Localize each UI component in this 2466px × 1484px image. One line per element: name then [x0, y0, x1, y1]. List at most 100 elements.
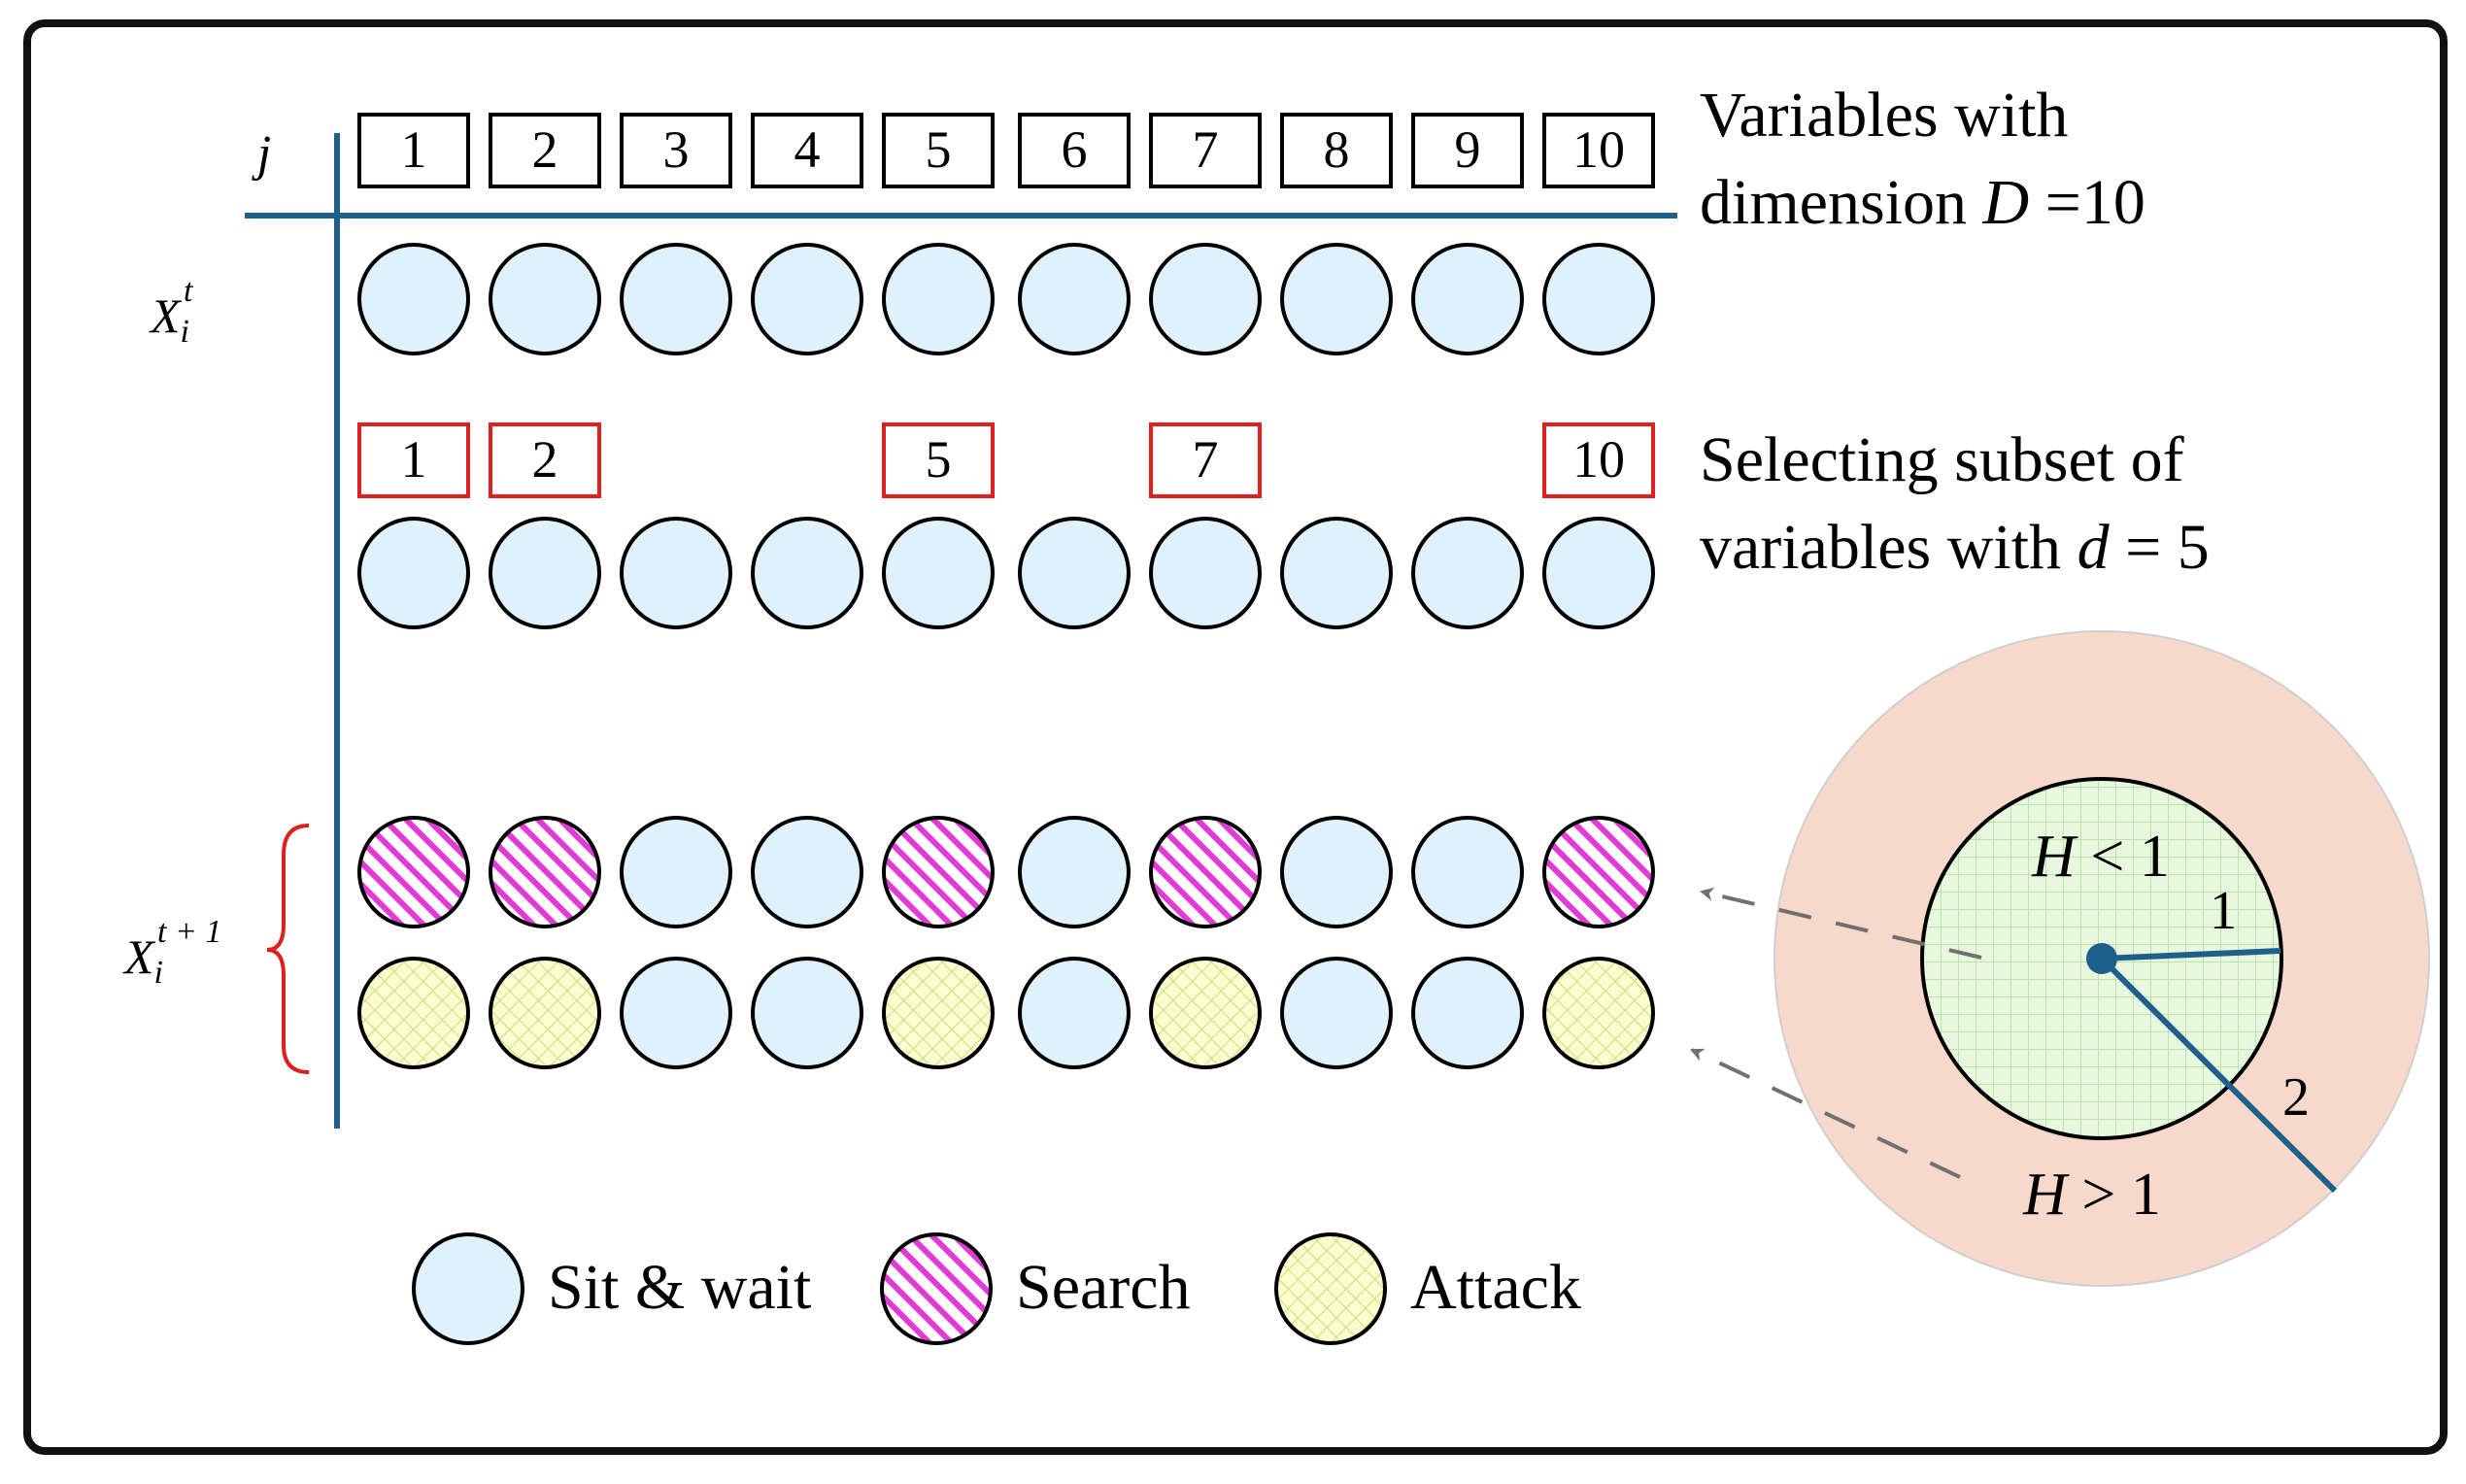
sit-wait-variable-circle — [1280, 243, 1393, 355]
sit-wait-variable-circle — [751, 957, 863, 1069]
outer-radius-label: 2 — [2282, 1067, 2310, 1128]
header-description: Variables with dimension D =10 — [1700, 80, 2145, 238]
subset-size-symbol: d — [2078, 512, 2111, 583]
selected-index-box — [882, 422, 995, 498]
sit-wait-variable-circle — [1018, 243, 1131, 355]
attack-arrow — [1690, 1048, 1961, 1179]
search-variable-circle — [357, 816, 470, 928]
sit-wait-variable-circle — [751, 517, 863, 629]
sit-wait-variable-circle — [620, 816, 732, 928]
variable-index-box — [882, 113, 995, 188]
variable-index-label: 5 — [926, 120, 952, 179]
variable-index-label: 4 — [794, 120, 821, 179]
search-arrow — [1700, 887, 1982, 960]
sit-wait-variable-circle — [1411, 957, 1524, 1069]
header-description-line2: dimension D =10 — [1700, 167, 2145, 238]
selected-index-label: 10 — [1572, 430, 1625, 489]
variable-index-label: 7 — [1193, 120, 1219, 179]
next-position-sup: t + 1 — [157, 914, 221, 950]
selected-index-label: 5 — [926, 430, 952, 489]
attack-variable-circle — [489, 957, 601, 1069]
outer-region-symbol: H — [2022, 1162, 2070, 1228]
sit-wait-variable-circle — [1149, 517, 1262, 629]
current-position-symbol: X — [149, 288, 183, 343]
subset-description-prefix: variables with — [1700, 512, 2078, 583]
sit-wait-variable-circle — [1542, 243, 1655, 355]
attack-variable-circle — [882, 957, 995, 1069]
subset-description: Selecting subset of variables with d = 5 — [1700, 424, 2210, 583]
sit-wait-variable-circle — [1149, 243, 1262, 355]
next-position-label: Xit + 1 — [122, 914, 221, 991]
search-variable-circle — [489, 816, 601, 928]
variable-index-box — [357, 113, 470, 188]
selected-index-box — [489, 422, 601, 498]
selected-index-label: 1 — [401, 430, 427, 489]
variable-index-label: 8 — [1324, 120, 1350, 179]
next-position-brace — [266, 824, 310, 1074]
variable-index-box — [1280, 113, 1393, 188]
sit-wait-variable-circle — [751, 816, 863, 928]
sit-wait-variable-circle — [1542, 517, 1655, 629]
selected-index-row: 1 2 5 7 10 — [357, 422, 1655, 498]
sit-wait-variable-circle — [620, 957, 732, 1069]
sit-wait-legend-swatch — [412, 1232, 524, 1345]
subset-description-line2: variables with d = 5 — [1700, 512, 2210, 583]
search-legend-label: Search — [1016, 1252, 1191, 1323]
selected-index-box — [357, 422, 470, 498]
sit-wait-variable-circle — [1280, 816, 1393, 928]
variable-index-label: 6 — [1062, 120, 1088, 179]
sit-wait-variable-circle — [620, 517, 732, 629]
inner-radius-line — [2101, 948, 2281, 961]
variable-index-box — [1542, 113, 1655, 188]
sit-wait-variable-circle — [357, 243, 470, 355]
sit-wait-variable-circle — [489, 243, 601, 355]
search-variable-circle — [1149, 816, 1262, 928]
search-legend-swatch — [880, 1232, 993, 1345]
current-position-sup: t — [184, 273, 194, 309]
inner-region-label: H < 1 — [2031, 824, 2170, 890]
sit-wait-variable-circle — [1280, 517, 1393, 629]
sit-wait-variable-circle — [1018, 816, 1131, 928]
sit-wait-variable-circle — [357, 517, 470, 629]
sit-wait-variable-circle — [1411, 243, 1524, 355]
variable-index-label: 10 — [1572, 120, 1625, 179]
inner-region-symbol: H — [2031, 824, 2078, 890]
region-center-point — [2086, 943, 2117, 974]
next-position-sub: i — [154, 955, 163, 991]
frame-border — [23, 19, 2448, 1455]
sit-wait-variable-circle — [1411, 816, 1524, 928]
selected-index-label: 2 — [532, 430, 558, 489]
variable-index-label: 9 — [1455, 120, 1481, 179]
current-position-label: Xit — [149, 273, 194, 350]
inner-region-condition: < 1 — [2076, 824, 2170, 890]
sit-wait-variable-circle — [1018, 517, 1131, 629]
header-description-prefix: dimension — [1700, 167, 1983, 238]
sit-wait-variable-circle — [489, 517, 601, 629]
variable-index-box — [489, 113, 601, 188]
variable-index-box — [1018, 113, 1131, 188]
variable-state-grid — [357, 243, 1655, 1069]
current-position-sub: i — [181, 314, 189, 350]
header-description-suffix: =10 — [2029, 167, 2145, 238]
sit-wait-legend-label: Sit & wait — [548, 1252, 811, 1323]
subset-description-line1: Selecting subset of — [1700, 424, 2184, 495]
outer-region-label: H > 1 — [2022, 1162, 2161, 1228]
selected-index-label: 7 — [1193, 430, 1219, 489]
variable-index-box — [751, 113, 863, 188]
variable-index-box — [1411, 113, 1524, 188]
sit-wait-variable-circle — [1280, 957, 1393, 1069]
sit-wait-variable-circle — [1411, 517, 1524, 629]
attack-variable-circle — [357, 957, 470, 1069]
sit-wait-variable-circle — [1018, 957, 1131, 1069]
inner-radius-label: 1 — [2210, 881, 2237, 941]
sit-wait-variable-circle — [620, 243, 732, 355]
dimension-symbol: D — [1982, 167, 2030, 238]
attack-variable-circle — [1149, 957, 1262, 1069]
outer-radius-line — [2099, 956, 2338, 1194]
search-variable-circle — [882, 816, 995, 928]
variable-index-box — [620, 113, 732, 188]
outer-region-condition: > 1 — [2067, 1162, 2161, 1228]
